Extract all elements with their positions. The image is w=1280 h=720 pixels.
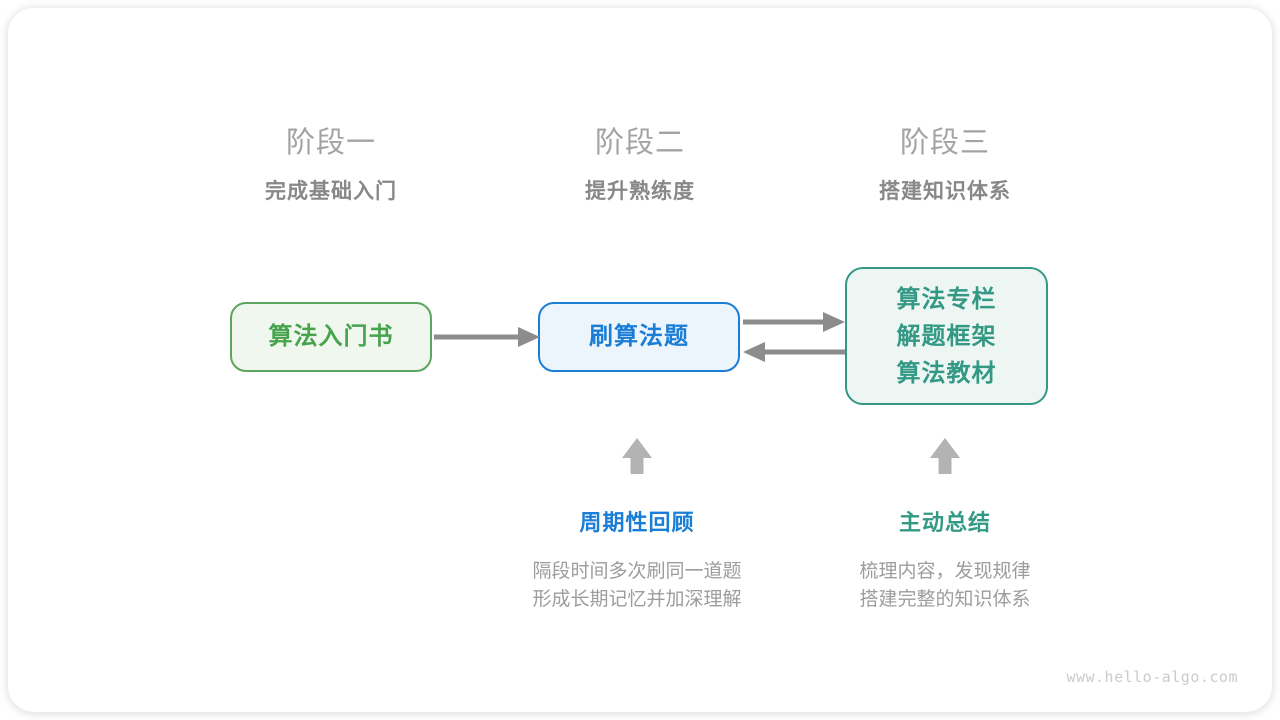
box-intro-book: 算法入门书 [230, 302, 432, 372]
box-practice-problems-label: 刷算法题 [589, 323, 689, 350]
stage-3-title: 阶段三 [899, 127, 990, 159]
desc-line: 搭建完整的知识体系 [859, 589, 1031, 610]
arrow-box3-to-box2 [743, 342, 845, 362]
annotation-active-summary-title: 主动总结 [898, 510, 991, 535]
box-intro-book-label: 算法入门书 [268, 323, 394, 350]
desc-line: 形成长期记忆并加深理解 [532, 589, 742, 610]
box-knowledge-line-1: 算法专栏 [896, 285, 997, 313]
arrowhead-right-icon [518, 327, 540, 347]
stage-2-title: 阶段二 [594, 127, 685, 159]
arrowhead-left-icon [743, 342, 765, 362]
annotation-periodic-review-title: 周期性回顾 [579, 510, 695, 535]
arrowhead-right-icon [823, 312, 845, 332]
stage-header-2: 阶段二 提升熟练度 [480, 126, 800, 205]
site-watermark: www.hello-algo.com [1066, 668, 1238, 686]
box-knowledge-line-3: 算法教材 [896, 359, 997, 387]
up-arrow-icon [622, 438, 652, 474]
annotation-active-summary-desc: 梳理内容，发现规律 搭建完整的知识体系 [765, 558, 1125, 614]
annotation-periodic-review-desc: 隔段时间多次刷同一道题 形成长期记忆并加深理解 [457, 558, 817, 614]
box-practice-problems: 刷算法题 [538, 302, 740, 372]
arrow-box2-to-box3 [743, 312, 845, 332]
stage-1-subtitle: 完成基础入门 [265, 180, 397, 203]
arrow-box1-to-box2 [434, 327, 540, 347]
stage-header-3: 阶段三 搭建知识体系 [785, 126, 1105, 205]
desc-line: 梳理内容，发现规律 [859, 561, 1031, 582]
desc-line: 隔段时间多次刷同一道题 [532, 561, 742, 582]
stage-header-1: 阶段一 完成基础入门 [171, 126, 491, 205]
stage-2-subtitle: 提升熟练度 [585, 180, 695, 203]
up-arrow-icon [930, 438, 960, 474]
stage-3-subtitle: 搭建知识体系 [879, 180, 1011, 203]
box-knowledge-resources: 算法专栏 解题框架 算法教材 [845, 267, 1048, 405]
box-knowledge-line-2: 解题框架 [896, 322, 997, 350]
stage-1-title: 阶段一 [285, 127, 376, 159]
